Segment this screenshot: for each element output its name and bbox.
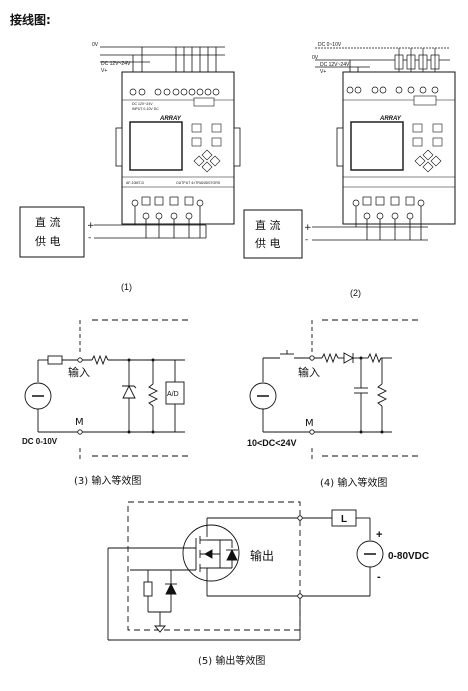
figure-3-input-equivalent: - 输入 M A/D DC 0-10V (3) 输入等效图: [22, 319, 192, 487]
fig2-supply-line1: 直 流: [255, 218, 281, 232]
fig2-minus: -: [305, 235, 308, 245]
fig3-m-label: M: [75, 417, 84, 428]
figure-4-input-equivalent: - 输入 M 10<DC<24V (4) 输入等效图: [247, 319, 420, 489]
fig5-load-label: L: [341, 514, 347, 525]
fig4-input-label: 输入: [298, 365, 320, 379]
fig5-output-label: 输出: [250, 548, 274, 563]
fig3-fuse: [47, 355, 63, 365]
fig1-module-input-text: INPUT 0-10V DC: [132, 107, 159, 111]
fig1-minus: -: [88, 233, 91, 243]
fig5-minus: -: [377, 571, 381, 583]
fig5-source-label: 0-80VDC: [388, 551, 429, 562]
fig2-caption: (2): [350, 288, 361, 298]
fig1-dc-label: DC 12V~24V: [101, 61, 131, 67]
fig2-lcd-screen: [350, 121, 404, 171]
fig5-plus: +: [376, 529, 382, 541]
fig2-dc-label: DC 12V~24V: [320, 62, 350, 68]
fig3-caption: (3) 输入等效图: [74, 474, 141, 487]
fig2-plus: +: [304, 223, 312, 233]
fig1-module-brand: ARRAY: [159, 116, 182, 122]
fig2-supply-line2: 供 电: [255, 236, 281, 250]
fig4-source-label: 10<DC<24V: [247, 438, 297, 448]
fig1-dc-supply-box: [19, 206, 85, 258]
fig1-lcd-screen: [129, 121, 183, 171]
fig1-supply-line2: 供 电: [35, 234, 61, 248]
fig4-caption: (4) 输入等效图: [320, 476, 387, 489]
fig3-ad-label: A/D: [167, 391, 179, 398]
fig2-dc-supply-box: [243, 209, 303, 259]
fig1-module-top-text: DC 12V~24V: [132, 102, 153, 106]
fig2-dc-010-label: DC 0~10V: [318, 42, 342, 48]
figure-2-wiring: DC 0~10V 0V DC 12V~24V V+ ARRAY: [243, 42, 456, 298]
figure-5-output-equivalent: 输出 L + - 0-80VDC (5) 输出等效图: [107, 501, 429, 667]
fig5-caption: (5) 输出等效图: [198, 654, 265, 667]
fig1-0v-label: 0V: [92, 42, 99, 48]
fig1-plus: +: [87, 221, 95, 231]
page-title: 接线图:: [10, 12, 51, 27]
fig3-input-label: 输入: [68, 365, 90, 379]
fig1-module-model: AF-10MT-D: [126, 181, 145, 185]
fig2-0v-label: 0V: [312, 55, 319, 61]
fig3-source-label: DC 0-10V: [22, 437, 58, 446]
fig1-vplus-label: V+: [101, 68, 107, 74]
fig1-module-output-text: OUTPUT 4×TRANSISTORS: [176, 181, 221, 185]
fig1-supply-line1: 直 流: [35, 215, 61, 229]
figure-1-wiring: 0V DC 12V~24V V+ DC 12V~24V INPUT 0-10: [19, 42, 241, 292]
fig2-vplus-label: V+: [320, 69, 326, 75]
fig5-mosfet: [182, 524, 240, 582]
fig4-m-label: M: [305, 418, 314, 429]
fig2-module-brand: ARRAY: [379, 116, 402, 122]
fig1-caption: (1): [121, 282, 132, 292]
